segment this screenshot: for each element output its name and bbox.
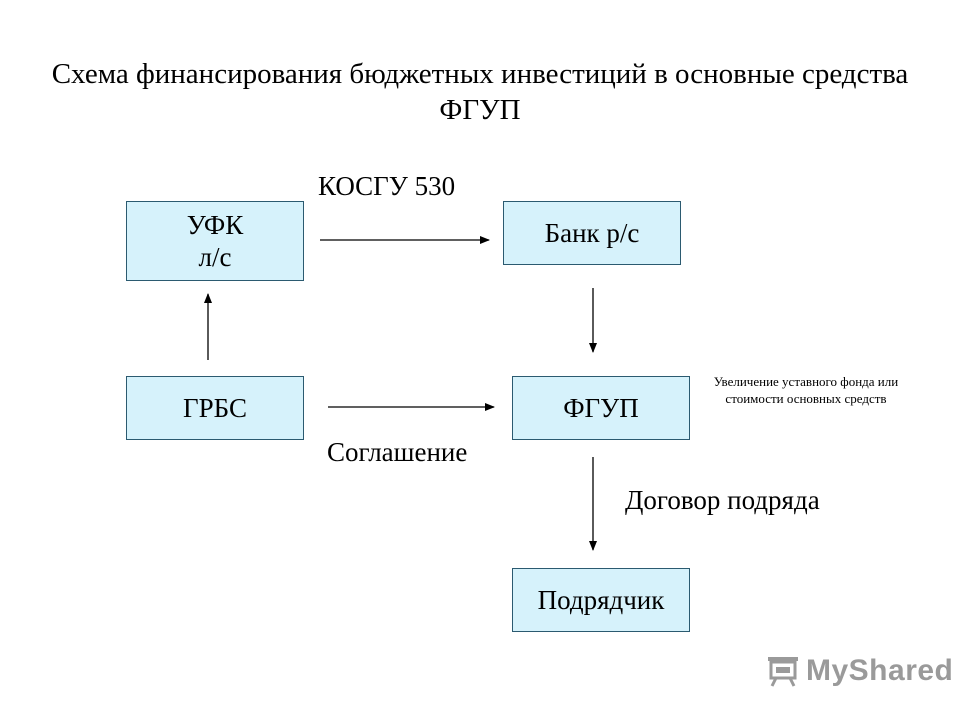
watermark: MyShared (766, 654, 953, 688)
diagram-title: Схема финансирования бюджетных инвестици… (51, 58, 909, 126)
watermark-text: MyShared (806, 654, 954, 687)
increase-note: Увеличение уставного фонда или стоимости… (713, 374, 899, 406)
kosgu-label: КОСГУ 530 (318, 171, 456, 201)
fgup-box: ФГУП (512, 376, 690, 440)
bank-box: Банк р/с (503, 201, 681, 265)
ufk-box: УФК л/с (126, 201, 304, 281)
presentation-board-icon (768, 657, 798, 687)
ufk-title: УФК (186, 210, 244, 240)
contractor-box: Подрядчик (512, 568, 690, 632)
ufk-account: л/с (198, 242, 232, 272)
agreement-label: Соглашение (327, 437, 468, 467)
grbs-box: ГРБС (126, 376, 304, 440)
contract-label: Договор подряда (625, 485, 820, 515)
